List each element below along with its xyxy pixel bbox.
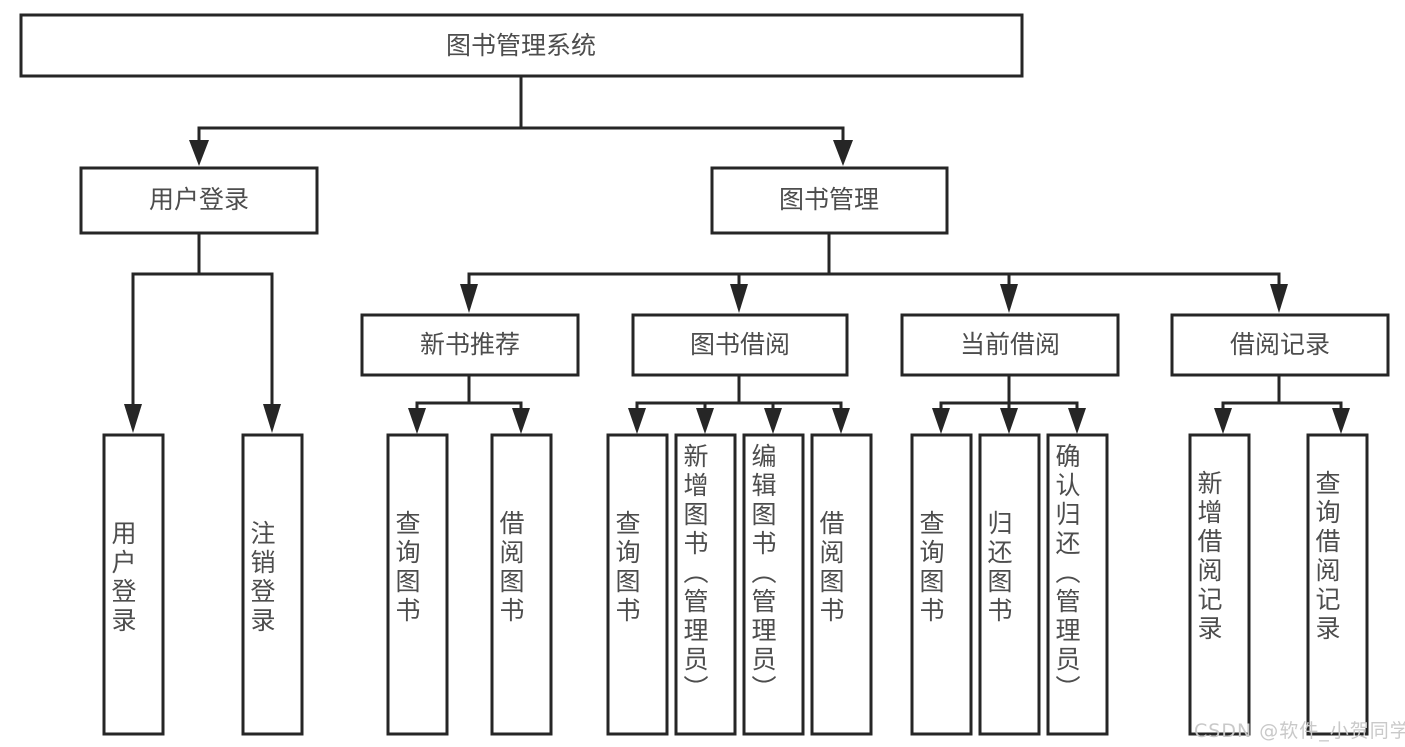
node-leaf-add-book[interactable]: [674, 433, 737, 736]
node-borrow-record[interactable]: 借阅记录: [1170, 313, 1390, 377]
connector-bookmanage-to-level3: [460, 231, 1288, 313]
connector-root-to-level2: [189, 74, 853, 166]
node-current-borrow[interactable]: 当前借阅: [900, 313, 1120, 377]
node-book-borrow-label: 图书借阅: [690, 330, 790, 359]
node-book-manage-label: 图书管理: [779, 185, 879, 214]
node-leaf-return-book[interactable]: [978, 433, 1041, 736]
connector-currentborrow-to-leaves: [932, 373, 1086, 434]
node-leaf-query-book-1[interactable]: [386, 433, 449, 736]
connector-bookborrow-to-leaves: [628, 373, 850, 434]
node-leaf-query-record[interactable]: [1306, 433, 1369, 736]
connector-borrowrecord-to-leaves: [1214, 373, 1350, 434]
node-user-login-label: 用户登录: [149, 185, 249, 214]
node-leaf-query-book-2[interactable]: [606, 433, 669, 736]
node-leaf-add-record[interactable]: [1188, 433, 1251, 736]
connector-booklogin-to-leaves: [124, 231, 281, 433]
csdn-watermark: CSDN @软件_小贺同学: [1194, 720, 1405, 742]
node-book-manage[interactable]: 图书管理: [710, 166, 949, 235]
node-new-book-recommend[interactable]: 新书推荐: [360, 313, 580, 377]
connector-newbook-to-leaves: [408, 373, 530, 434]
node-current-borrow-label: 当前借阅: [960, 330, 1060, 359]
node-leaf-edit-book[interactable]: [742, 433, 805, 736]
node-leaf-borrow-book-2[interactable]: [810, 433, 873, 736]
leaf-rects: [102, 433, 1369, 736]
node-leaf-query-book-3[interactable]: [910, 433, 973, 736]
node-new-book-recommend-label: 新书推荐: [420, 330, 520, 359]
node-leaf-confirm-return[interactable]: [1046, 433, 1109, 736]
node-leaf-borrow-book-1[interactable]: [490, 433, 553, 736]
node-borrow-record-label: 借阅记录: [1230, 330, 1330, 359]
node-leaf-logout[interactable]: [241, 433, 304, 736]
node-leaf-user-login[interactable]: [102, 433, 165, 736]
node-root-label: 图书管理系统: [446, 31, 596, 60]
node-book-borrow[interactable]: 图书借阅: [631, 313, 849, 377]
node-user-login[interactable]: 用户登录: [79, 166, 319, 235]
node-root[interactable]: 图书管理系统: [19, 13, 1024, 78]
